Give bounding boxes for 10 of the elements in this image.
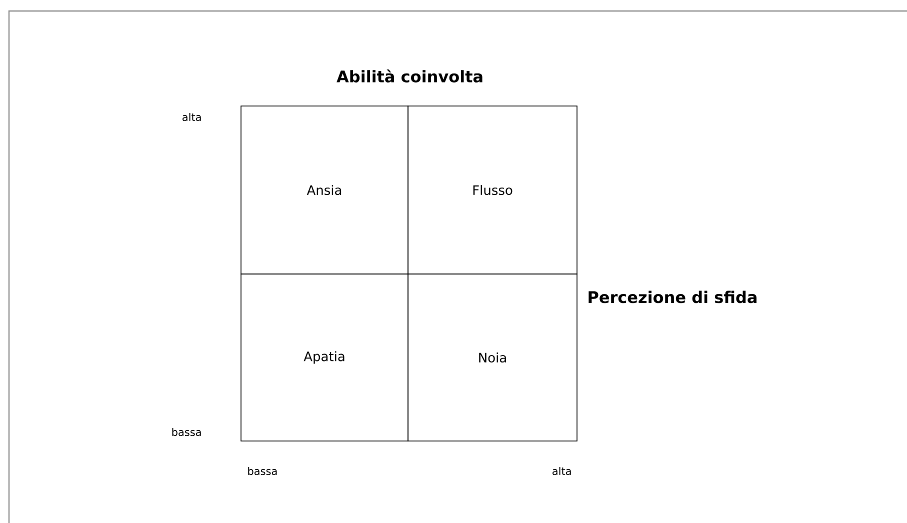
axis-label: bassa <box>248 466 277 476</box>
axis-title: Percezione di sfida <box>588 290 756 304</box>
quadrant-cell: Noia <box>408 274 578 442</box>
axis-label: alta <box>552 466 571 476</box>
axis-title: Abilità coinvolta <box>336 69 482 82</box>
quadrant-cell: Apatia <box>240 274 408 442</box>
quadrant-cell: Ansia <box>240 106 408 274</box>
axis-label: bassa <box>172 428 201 436</box>
axis-label: alta <box>182 112 201 122</box>
quadrant-cell: Flusso <box>408 106 578 274</box>
